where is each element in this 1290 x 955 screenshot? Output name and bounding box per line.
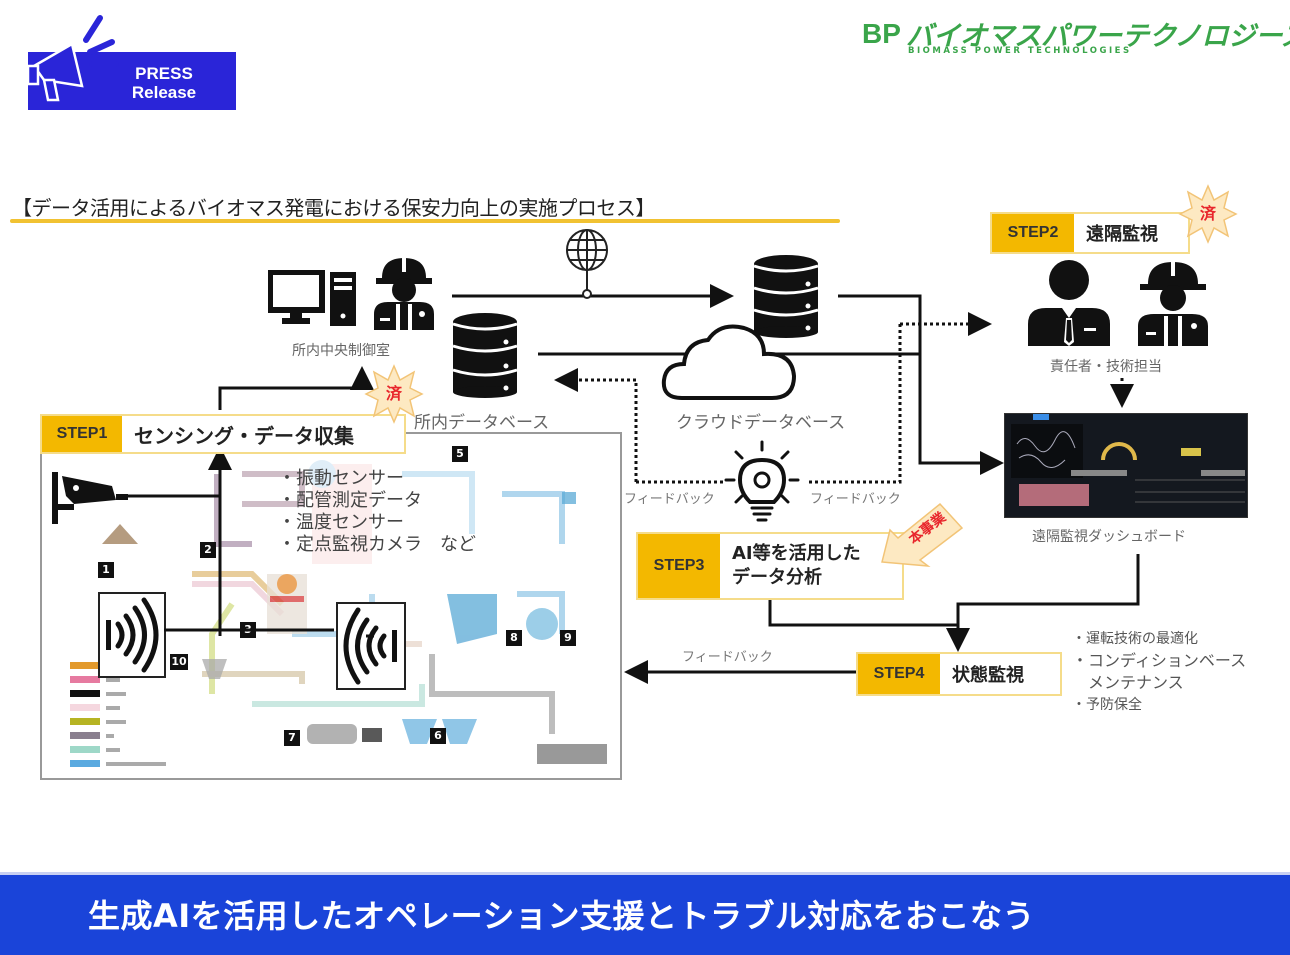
- plant-number-2: 2: [200, 542, 216, 558]
- outcome-item: ・運転技術の最適化: [1072, 631, 1198, 647]
- globe-icon: [566, 229, 608, 299]
- step1-done-badge: 済: [364, 364, 424, 424]
- press-release-badge: PRESS Release: [28, 14, 238, 114]
- company-logo: BP バイオマスパワーテクノロジーズ BIOMASS POWER TECHNOL…: [862, 14, 1290, 58]
- arrow-callout-icon: [881, 502, 964, 567]
- diagram-title: 【データ活用によるバイオマス発電における保安力向上の実施プロセス】: [12, 196, 655, 220]
- onsite-database-icon: [452, 313, 518, 398]
- dashboard-label: 遠隔監視ダッシュボード: [1032, 529, 1186, 545]
- logo-name-en: BIOMASS POWER TECHNOLOGIES: [908, 46, 1132, 56]
- step2-badge-text: 済: [1199, 204, 1216, 223]
- outcome-item: メンテナンス: [1072, 673, 1184, 692]
- feedback-label-bottom: フィードバック: [682, 650, 773, 665]
- computer-icon: [268, 270, 356, 326]
- step2-tag: STEP2: [992, 214, 1074, 252]
- cloud-icon: [661, 324, 797, 400]
- step1-name: センシング・データ収集: [122, 416, 404, 452]
- press-line2: Release: [131, 83, 197, 102]
- step4-name: 状態監視: [940, 654, 1060, 694]
- step1-to-control-room-arrow: [218, 366, 374, 410]
- step3-name: AI等を活用した データ分析: [720, 534, 902, 598]
- starburst-icon: [1178, 184, 1238, 244]
- megaphone-icon: [28, 15, 119, 102]
- sensor-item: ・定点監視カメラ など: [278, 534, 476, 555]
- step1-box: STEP1 センシング・データ収集: [40, 414, 406, 454]
- sensor-item: ・振動センサー: [278, 468, 404, 489]
- step1-badge-text: 済: [385, 384, 402, 403]
- step3-tag: STEP3: [638, 534, 720, 598]
- plant-number-9: 9: [560, 630, 576, 646]
- step4-tag: STEP4: [858, 654, 940, 694]
- plant-number-10: 10: [170, 654, 188, 670]
- step2-name: 遠隔監視: [1074, 214, 1188, 252]
- step4-box: STEP4 状態監視: [856, 652, 1062, 696]
- plant-number-6: 6: [430, 728, 446, 744]
- step3-to-step4-line: [768, 598, 958, 627]
- cloud-database-icon: [753, 255, 819, 338]
- vibration-sensor-left-icon: [98, 592, 166, 678]
- step3-name-line1: AI等を活用した: [732, 543, 861, 564]
- footer-caption: 生成AIを活用したオペレーション支援とトラブル対応をおこなう: [88, 897, 1036, 935]
- worker-icon-2: [1138, 262, 1208, 346]
- starburst-icon: [364, 364, 424, 424]
- plant-number-8: 8: [506, 630, 522, 646]
- step3-box: STEP3 AI等を活用した データ分析: [636, 532, 904, 600]
- remote-dashboard-thumbnail: [1004, 413, 1248, 518]
- logo-name-jp: バイオマスパワーテクノロジーズ: [906, 21, 1290, 52]
- title-underline: [10, 219, 840, 223]
- dashboard-preview: [1011, 414, 1245, 506]
- press-line1: PRESS: [135, 64, 193, 83]
- vibration-sensor-right-icon: [336, 602, 406, 690]
- plant-number-7: 7: [284, 730, 300, 746]
- cloud-db-label: クラウドデータベース: [676, 413, 846, 433]
- plant-number-1: 1: [98, 562, 114, 578]
- feedback-label-left: フィードバック: [624, 492, 715, 507]
- lightbulb-icon: [724, 440, 800, 522]
- feedback-label-right: フィードバック: [810, 492, 901, 507]
- control-room-label: 所内中央制御室: [292, 343, 390, 359]
- sensor-list: ・振動センサー ・配管測定データ ・温度センサー ・定点監視カメラ など: [278, 468, 476, 556]
- outcome-list: ・運転技術の最適化 ・コンディションベース メンテナンス ・予防保全: [1072, 628, 1246, 716]
- step2-done-badge: 済: [1178, 184, 1238, 244]
- step2-box: STEP2 遠隔監視: [990, 212, 1190, 254]
- outcome-item: ・コンディションベース: [1072, 651, 1247, 670]
- camera-icon: [52, 472, 128, 524]
- dotted-right-feedback: [808, 324, 902, 484]
- step3-name-line2: データ分析: [732, 567, 822, 588]
- onsite-db-label: 所内データベース: [414, 413, 550, 433]
- plant-number-5: 5: [452, 446, 468, 462]
- plant-schematic: 1 2 3 5 6 7 8 9 10 ・振動センサー ・配管測定データ ・温度セ…: [40, 432, 622, 780]
- this-project-badge: 本事業: [876, 500, 966, 570]
- sensor-item: ・温度センサー: [278, 512, 404, 533]
- press-release-text: PRESS Release: [102, 64, 226, 102]
- worker-icon: [374, 258, 434, 330]
- footer-caption-bar: 生成AIを活用したオペレーション支援とトラブル対応をおこなう: [0, 872, 1290, 955]
- manager-icon: [1028, 260, 1110, 346]
- logo-mark: BP: [862, 18, 901, 49]
- step1-tag: STEP1: [42, 416, 122, 452]
- outcome-item: ・予防保全: [1072, 697, 1142, 713]
- sensor-item: ・配管測定データ: [278, 490, 422, 511]
- responsible-label: 責任者・技術担当: [1050, 359, 1162, 375]
- dotted-to-onsite-db-arrow: [554, 368, 638, 482]
- cloud-to-dashboard-arrow: [838, 294, 1004, 475]
